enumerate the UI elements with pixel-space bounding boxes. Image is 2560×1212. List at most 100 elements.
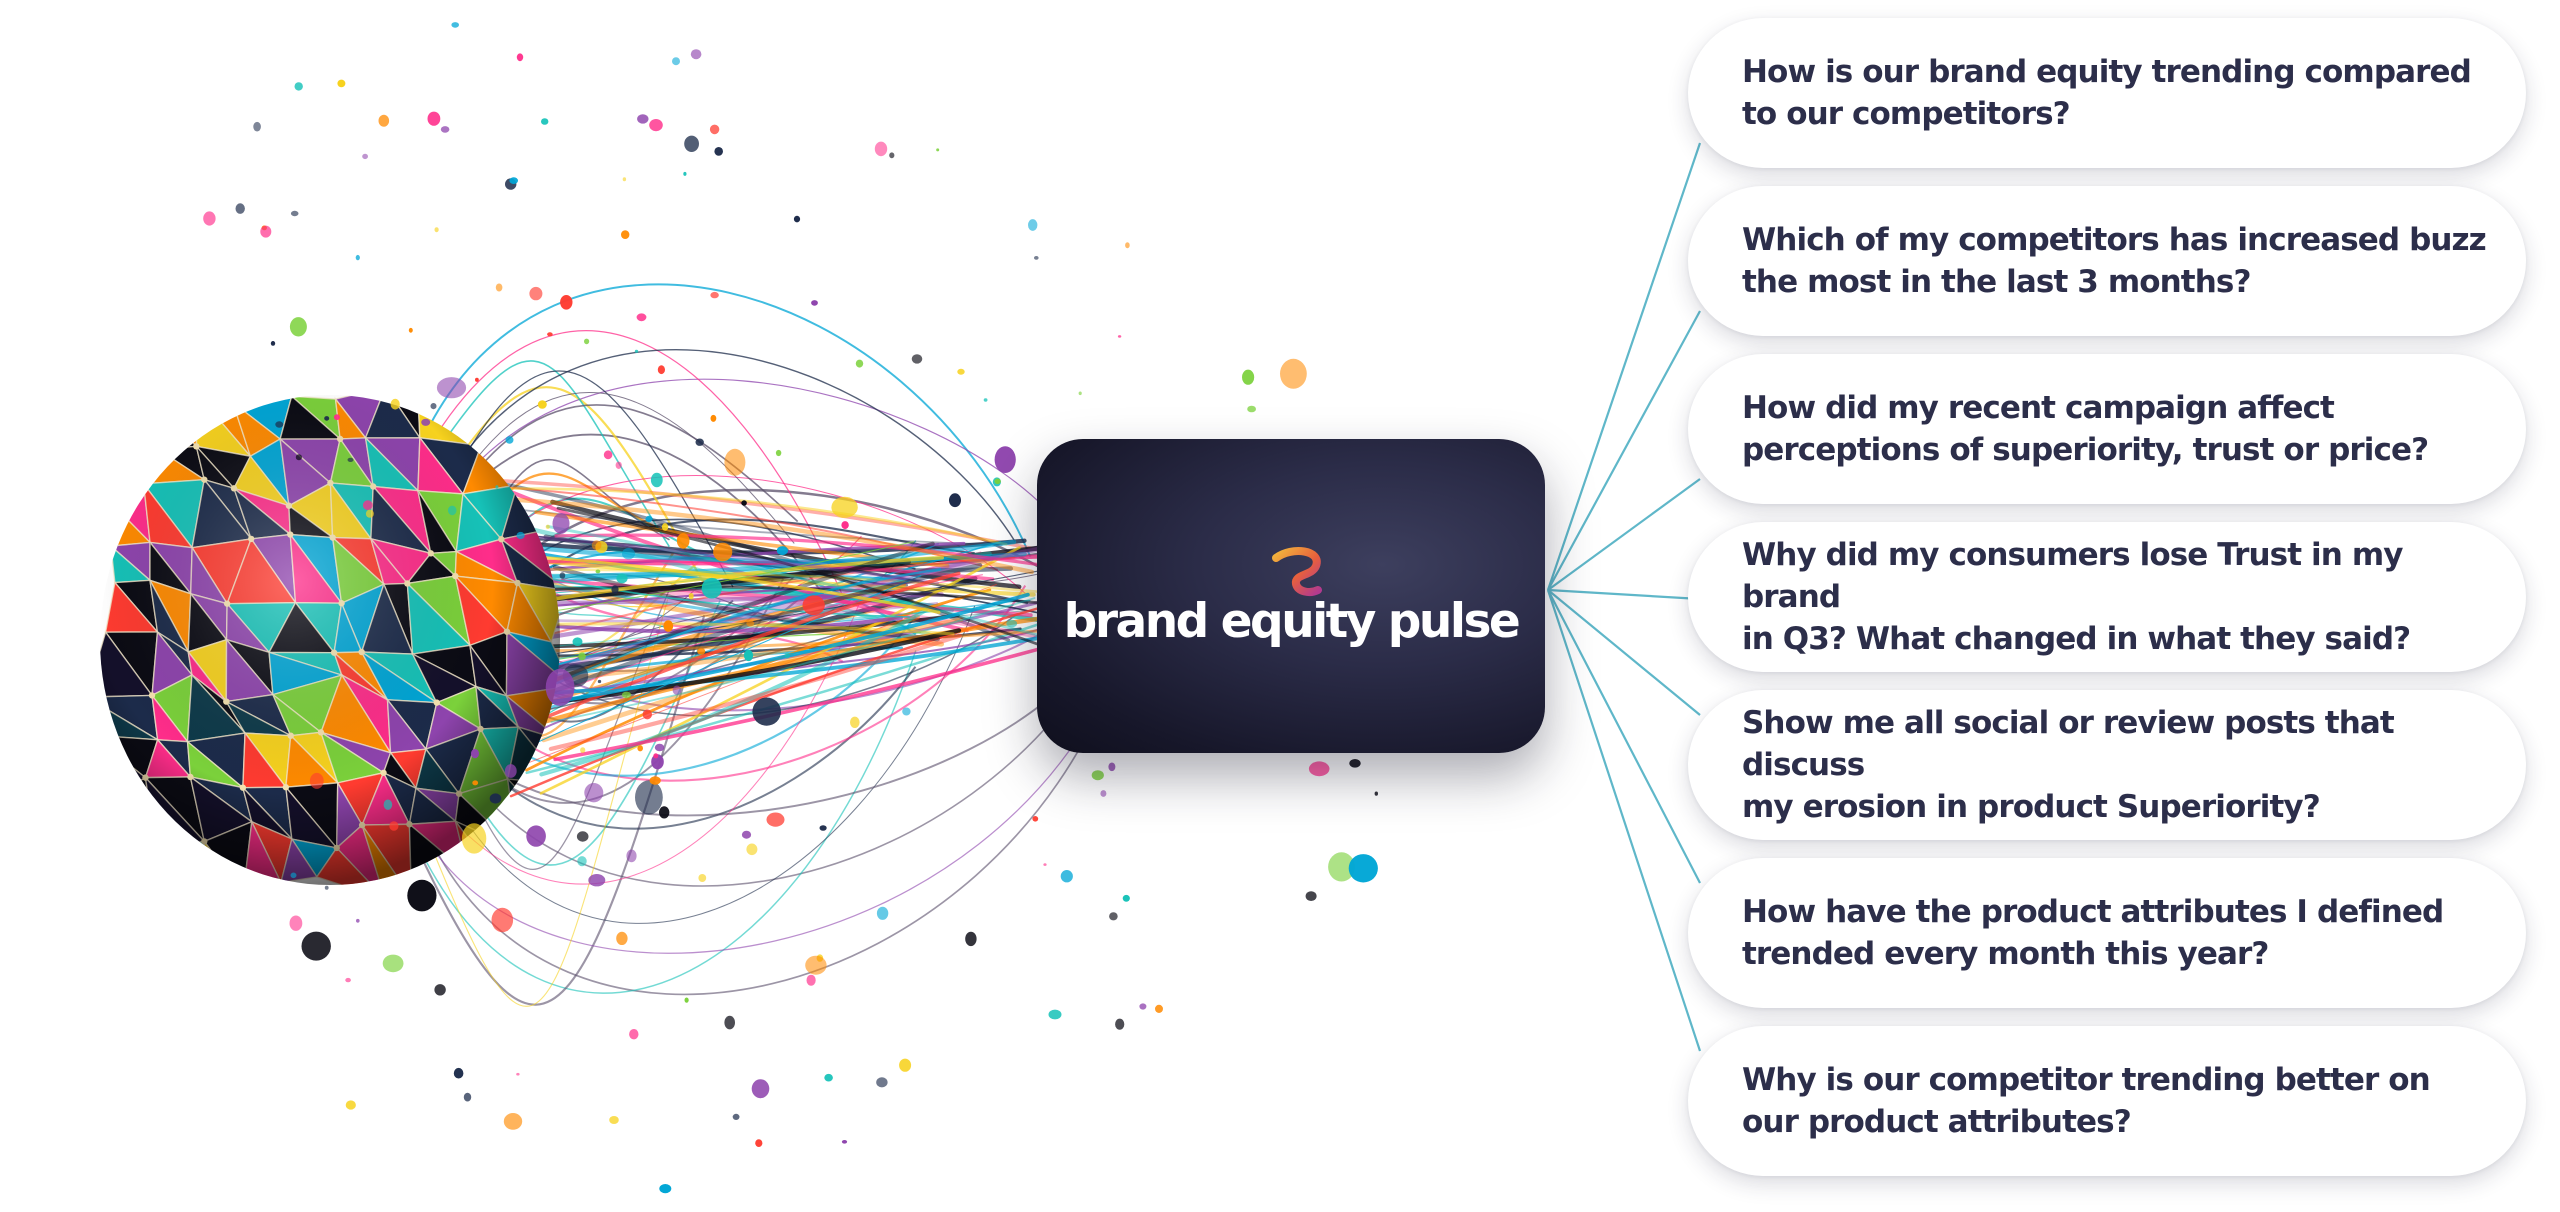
paint-droplet xyxy=(436,377,467,399)
sphere-node xyxy=(140,480,147,487)
paint-droplet xyxy=(876,1077,888,1088)
wire-arc xyxy=(421,283,1032,558)
paint-droplet xyxy=(824,1073,833,1082)
paint-droplet xyxy=(841,521,849,530)
color-streak xyxy=(539,608,928,777)
sphere-facet xyxy=(100,799,158,850)
sphere-facet xyxy=(100,406,160,451)
paint-droplet xyxy=(850,716,860,728)
paint-droplet xyxy=(407,879,437,912)
paint-droplet xyxy=(983,398,988,402)
paint-droplet xyxy=(698,874,707,882)
paint-droplet xyxy=(1108,762,1116,772)
paint-droplet xyxy=(831,496,858,518)
swirl-logo-icon xyxy=(1271,546,1322,596)
wire-arc xyxy=(421,650,917,994)
paint-droplet xyxy=(345,1100,356,1110)
paint-droplet xyxy=(655,629,661,634)
question-text: Which of my competitors has increased bu… xyxy=(1742,222,2487,300)
question-bubble-1[interactable]: How is our brand equity trending compare… xyxy=(1688,18,2526,168)
paint-droplet xyxy=(275,421,284,428)
paint-droplet xyxy=(597,679,602,684)
paint-droplet xyxy=(645,515,653,523)
paint-droplet xyxy=(294,82,303,91)
sphere-facet xyxy=(153,840,208,885)
paint-droplet xyxy=(793,215,801,223)
paint-droplet xyxy=(684,997,689,1003)
paint-droplet xyxy=(672,57,680,66)
question-bubble-5[interactable]: Show me all social or review posts that … xyxy=(1688,690,2526,840)
wire-arc xyxy=(421,657,1121,954)
paint-droplet xyxy=(949,493,961,508)
paint-droplet xyxy=(1006,619,1018,628)
paint-droplet xyxy=(1115,1018,1125,1030)
paint-droplet xyxy=(389,821,399,831)
paint-droplet xyxy=(1117,335,1122,338)
question-bubble-6[interactable]: How have the product attributes I define… xyxy=(1688,858,2526,1008)
wire-arc xyxy=(421,605,976,924)
paint-droplet xyxy=(994,478,1001,485)
paint-droplet xyxy=(642,709,652,720)
paint-droplet xyxy=(576,831,589,842)
color-streak xyxy=(555,568,942,685)
paint-droplet xyxy=(495,485,499,489)
paint-droplet xyxy=(743,649,754,662)
paint-droplet xyxy=(408,327,413,333)
paint-droplet xyxy=(622,548,635,560)
paint-droplet xyxy=(526,825,546,847)
paint-droplet xyxy=(578,652,586,661)
brand-logo-card: brand equity pulse xyxy=(1037,439,1545,753)
question-bubble-7[interactable]: Why is our competitor trending better on… xyxy=(1688,1026,2526,1176)
paint-droplet xyxy=(345,977,351,983)
paint-droplet xyxy=(724,1015,735,1030)
question-bubble-2[interactable]: Which of my competitors has increased bu… xyxy=(1688,186,2526,336)
paint-droplet xyxy=(710,414,717,422)
paint-droplet xyxy=(649,776,661,785)
sphere-node xyxy=(136,383,142,389)
paint-droplet xyxy=(697,648,706,655)
paint-droplet xyxy=(324,885,329,890)
question-bubble-4[interactable]: Why did my consumers lose Trust in my br… xyxy=(1688,522,2526,672)
wire-arc xyxy=(421,330,844,597)
paint-droplet xyxy=(741,500,747,506)
brand-name: brand equity pulse xyxy=(1063,593,1521,649)
paint-droplet xyxy=(621,230,630,240)
question-text: Show me all social or review posts that … xyxy=(1742,705,2395,825)
sphere-node xyxy=(107,542,115,550)
paint-droplet xyxy=(427,111,441,126)
paint-droplet xyxy=(509,177,518,185)
color-streak xyxy=(460,494,1035,575)
paint-droplet xyxy=(447,505,457,516)
paint-droplet xyxy=(609,1116,619,1124)
paint-droplet xyxy=(1060,870,1073,883)
paint-droplet xyxy=(1280,358,1307,389)
paint-droplet xyxy=(572,637,583,646)
paint-droplet xyxy=(471,748,479,759)
paint-droplet xyxy=(1032,816,1039,822)
sphere-facet xyxy=(100,442,146,495)
paint-droplet xyxy=(637,114,649,124)
paint-droplet xyxy=(588,874,606,887)
question-bubble-3[interactable]: How did my recent campaign affect percep… xyxy=(1688,354,2526,504)
color-streak xyxy=(546,524,1079,647)
sphere-facet xyxy=(100,395,160,452)
paint-droplet xyxy=(637,745,643,752)
paint-droplet xyxy=(290,872,297,879)
paint-droplet xyxy=(616,931,628,946)
paint-droplet xyxy=(309,772,324,789)
paint-droplet xyxy=(751,1079,770,1099)
sphere-node xyxy=(155,446,162,453)
color-streak xyxy=(524,572,911,618)
paint-droplet xyxy=(383,799,393,810)
paint-droplet xyxy=(651,754,664,770)
paint-droplet xyxy=(1125,242,1130,249)
paint-droplet xyxy=(902,707,911,716)
question-text: How have the product attributes I define… xyxy=(1742,894,2444,972)
paint-droplet xyxy=(802,595,825,616)
paint-droplet xyxy=(841,1140,848,1144)
paint-droplet xyxy=(1091,770,1104,781)
paint-droplet xyxy=(784,652,790,659)
paint-droplet xyxy=(547,332,553,337)
